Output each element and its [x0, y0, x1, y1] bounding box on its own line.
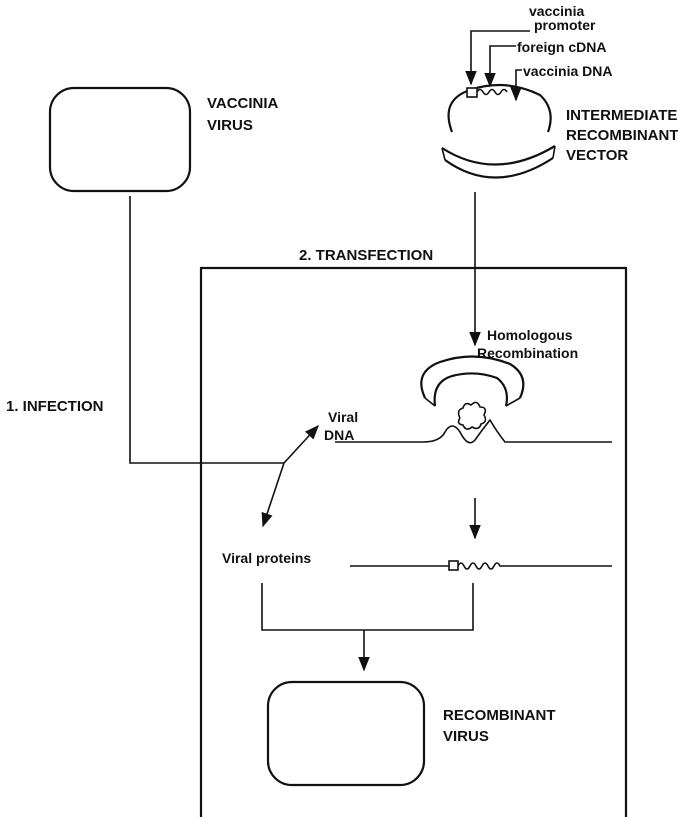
- vector-cdna-wave: [476, 88, 508, 96]
- vaccinia-virus-label-line1: VACCINIA: [207, 95, 279, 112]
- transfection-label: 2. TRANSFECTION: [299, 247, 433, 264]
- arrow-to-viral-dna: [283, 424, 319, 464]
- foreign-cdna-label: foreign cDNA: [517, 39, 606, 55]
- recombinant-virus-shape: [266, 680, 426, 787]
- viral-dna-label-line2: DNA: [324, 427, 354, 443]
- arrow-to-viral-proteins: [261, 462, 285, 528]
- vaccinia-virus-shape: [48, 86, 192, 193]
- recombinant-cdna-wave: [457, 562, 612, 570]
- recombination-insert: [457, 401, 487, 430]
- recombination-plasmid: [420, 355, 525, 430]
- infection-label: 1. INFECTION: [6, 398, 104, 415]
- viral-proteins-label: Viral proteins: [222, 550, 311, 566]
- homologous-label-line2: Recombination: [477, 345, 578, 361]
- vaccinia-promoter-label-line1: vaccinia: [529, 3, 584, 19]
- infection-path-line: [129, 196, 284, 464]
- intermediate-vector-label-line1: INTERMEDIATE: [566, 107, 677, 124]
- cell-boundary: [199, 266, 628, 817]
- vaccinia-virus-label-line2: VIRUS: [207, 117, 253, 134]
- vaccinia-dna-label: vaccinia DNA: [523, 63, 612, 79]
- intermediate-vector-label-line3: VECTOR: [566, 147, 628, 164]
- promoter-pointer: [465, 30, 530, 86]
- recombinant-virus-label-line1: RECOMBINANT: [443, 707, 556, 724]
- intermediate-vector-label-line2: RECOMBINANT: [566, 127, 678, 144]
- vaccinia-dna-pointer: [510, 69, 522, 102]
- vaccinia-promoter-label-line2: promoter: [534, 17, 596, 33]
- homologous-label-line1: Homologous: [487, 327, 573, 343]
- merge-bracket: [261, 583, 474, 631]
- recombinant-virus-label-line2: VIRUS: [443, 728, 489, 745]
- intermediate-vector-plasmid: [441, 83, 556, 179]
- viral-dna-strand: [335, 418, 612, 444]
- recombinant-promoter-box: [448, 560, 459, 571]
- vector-promoter-box: [466, 87, 478, 98]
- viral-dna-label-line1: Viral: [328, 409, 358, 425]
- cdna-pointer: [484, 45, 516, 88]
